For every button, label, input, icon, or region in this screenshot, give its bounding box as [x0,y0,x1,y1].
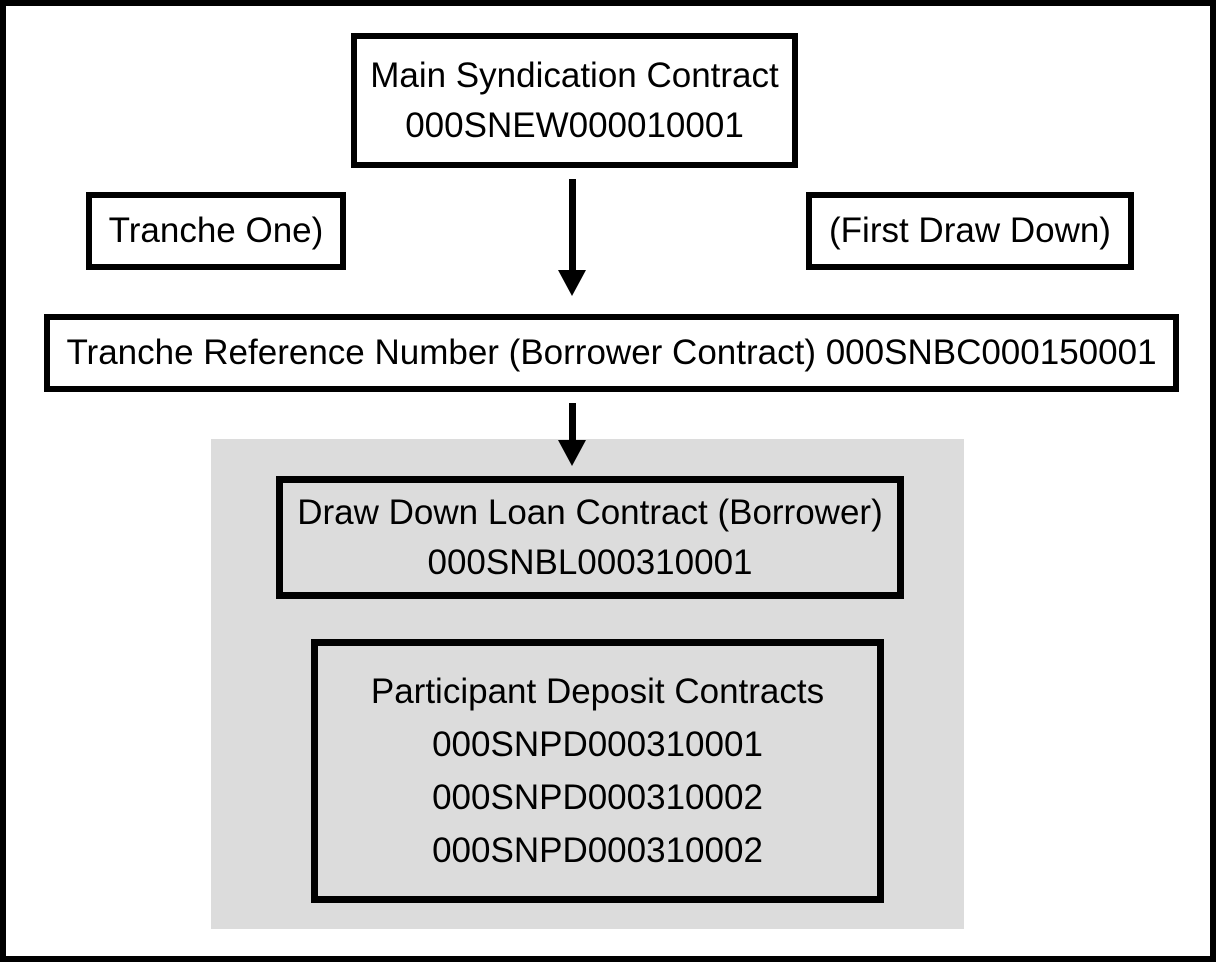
tranche-reference-text: Tranche Reference Number (Borrower Contr… [66,333,1157,372]
draw-down-loan-title: Draw Down Loan Contract (Borrower) [297,492,883,532]
arrow-head-icon [558,440,586,466]
node-main-syndication-contract: Main Syndication Contract 000SNEW0000100… [351,33,798,168]
label-first-draw-down: (First Draw Down) [806,192,1134,270]
tranche-one-text: Tranche One) [108,211,324,250]
main-contract-ref: 000SNEW000010001 [405,105,744,145]
draw-down-group-background [211,439,964,929]
arrow-main-to-tranche-ref [558,179,586,296]
node-draw-down-loan-contract: Draw Down Loan Contract (Borrower) 000SN… [276,476,904,599]
participant-deposits-title: Participant Deposit Contracts [370,672,825,711]
draw-down-loan-ref: 000SNBL000310001 [427,542,753,582]
node-participant-deposit-contracts: Participant Deposit Contracts 000SNPD000… [311,639,884,903]
first-draw-down-text: (First Draw Down) [829,211,1111,250]
participant-deposit-ref: 000SNPD000310002 [432,831,763,870]
node-tranche-reference-number: Tranche Reference Number (Borrower Contr… [44,314,1179,392]
participant-deposit-ref: 000SNPD000310002 [432,778,763,817]
arrow-tranche-ref-to-group [558,403,586,466]
main-contract-title: Main Syndication Contract [370,55,779,95]
arrow-shaft [569,179,576,272]
label-tranche-one: Tranche One) [86,192,346,270]
participant-deposit-ref: 000SNPD000310001 [432,725,763,764]
arrow-shaft [569,403,576,443]
arrow-head-icon [558,270,586,296]
